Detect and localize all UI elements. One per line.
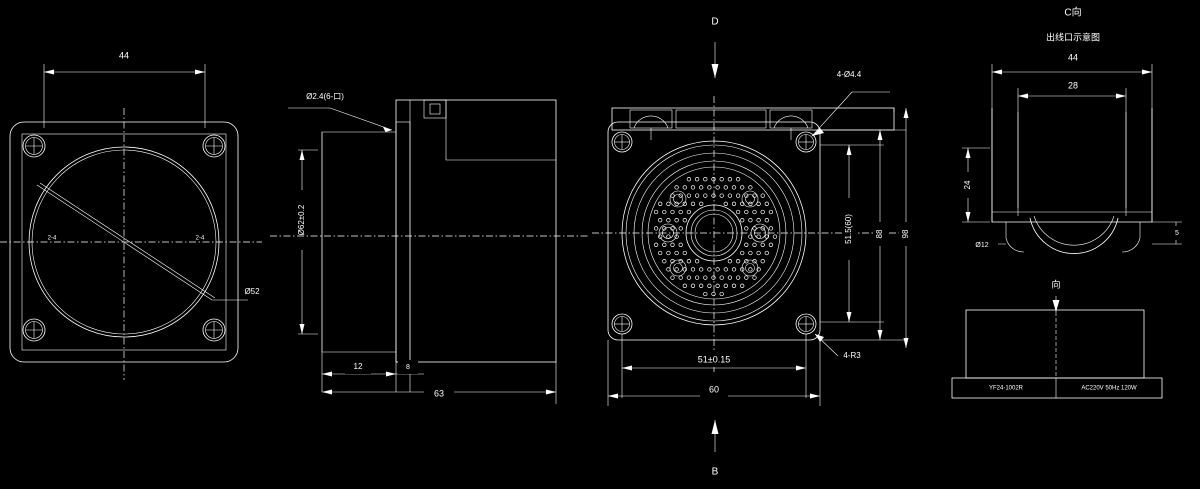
side-body — [395, 99, 557, 363]
cview-dims-top: 44 28 — [991, 50, 1153, 222]
side-detail-step — [445, 100, 556, 161]
rear-corner-screws — [611, 131, 817, 335]
rear-section-top-letter: D — [711, 17, 718, 28]
rear-screw-bl — [611, 313, 633, 335]
rear-radius-label: 4-R3 — [843, 351, 861, 360]
front-corner-screws — [22, 134, 226, 342]
view-c-direction: C向 出线口示意图 44 28 — [951, 6, 1184, 399]
view-rear: D — [592, 17, 913, 478]
front-dim-top-label: 44 — [119, 50, 129, 60]
rear-screw-tl — [611, 131, 633, 153]
rear-dim-right-outer-label: 98 — [901, 229, 910, 238]
cview-nameplate-right-text: AC220V 50Hz 120W — [1081, 386, 1137, 392]
side-dim-vertical: Ø62±0.2 — [294, 149, 318, 335]
front-diameter-leader — [36, 184, 213, 301]
rear-dim-right-mid-label: 88 — [875, 229, 884, 238]
rear-mount-hole-label: 4-Ø4.4 — [837, 70, 862, 79]
cview-nameplate — [951, 377, 1163, 399]
cview-title-line1: C向 — [1064, 6, 1081, 19]
rear-bracket-slot-l — [629, 109, 673, 129]
view-front: Ø52 — [0, 48, 262, 380]
cview-nameplate-left-text: YF24-1002R — [989, 386, 1024, 392]
side-body-lip — [395, 121, 411, 363]
front-center-right-label: 2-4 — [196, 236, 205, 242]
rear-screw-tr — [795, 131, 817, 153]
rear-dims-right: 51.5(60) 88 98 — [820, 108, 913, 348]
side-dim-total-label: 63 — [434, 388, 444, 398]
view-side-section: Ø2.4(6-口) Ø62±0.2 12 8 — [270, 90, 588, 404]
front-screw-tl — [22, 134, 46, 158]
rear-dim-right-inner-label: 51.5(60) — [844, 214, 853, 244]
cview-dim-left: 24 — [961, 147, 990, 223]
cview-dim-left-label: 24 — [963, 180, 972, 189]
side-hole-callout-label: Ø2.4(6-口) — [306, 92, 344, 101]
rear-bracket-slot-r — [769, 109, 813, 129]
front-screw-bl — [22, 318, 46, 342]
cview-dim-lower-left: Ø12 — [966, 238, 1006, 252]
rear-dim-bottom-outer-label: 60 — [709, 384, 719, 394]
cview-dim-top-inner-label: 28 — [1068, 80, 1078, 90]
cview-dim-lower-left-label: Ø12 — [975, 242, 988, 249]
front-screw-tr — [202, 134, 226, 158]
cview-dim-right-label: 5 — [1175, 230, 1179, 237]
rear-section-marker-bottom: B — [711, 420, 719, 478]
rear-bracket-arc-r — [773, 115, 809, 129]
cview-body-outline — [991, 108, 1153, 223]
cview-dim-top-outer-label: 44 — [1068, 52, 1078, 62]
rear-dim-bottom-inner-label: 51±0.15 — [698, 354, 730, 364]
rear-perforation-grid — [653, 177, 778, 297]
rear-screw-br — [795, 313, 817, 335]
cview-title-line2: 出线口示意图 — [1046, 31, 1100, 42]
cview-outlet-arc-inner — [1033, 215, 1115, 246]
cview-plate-body — [965, 309, 1145, 379]
cview-dim-right: 5 — [1152, 221, 1184, 245]
front-center-left-label: 2-4 — [48, 236, 57, 242]
side-dim-bottom: 12 8 63 — [321, 352, 557, 404]
rear-mount-hole-callout: 4-Ø4.4 — [811, 68, 890, 137]
rear-dims-bottom: 51±0.15 60 — [607, 334, 821, 406]
front-screw-br — [202, 318, 226, 342]
cview-nameplate-block: YF24-1002R AC220V 50Hz 120W — [951, 300, 1163, 399]
rear-section-bottom-letter: B — [712, 467, 719, 478]
cview-foot-left — [1005, 222, 1025, 253]
rear-top-bracket — [611, 107, 895, 131]
side-dim-mid-label: 8 — [406, 364, 410, 371]
front-diameter-label: Ø52 — [244, 287, 260, 296]
side-detail-b — [429, 103, 441, 115]
side-hole-callout: Ø2.4(6-口) — [286, 90, 393, 132]
front-diameter-leader-2 — [39, 182, 216, 299]
cview-direction-label: 向 — [1051, 278, 1060, 289]
rear-bracket-arc-l — [633, 115, 669, 129]
rear-radius-callout: 4-R3 — [814, 333, 861, 360]
cview-foot-right — [1121, 222, 1141, 253]
side-dim-left-label: 12 — [354, 362, 363, 371]
side-detail-a — [423, 99, 447, 119]
side-dim-vertical-label: Ø62±0.2 — [297, 204, 306, 235]
rear-section-marker-top: D — [711, 17, 719, 78]
rear-bracket-window — [675, 109, 767, 129]
cview-outlet-arc — [1029, 217, 1119, 254]
front-dim-top: 44 — [43, 48, 206, 128]
